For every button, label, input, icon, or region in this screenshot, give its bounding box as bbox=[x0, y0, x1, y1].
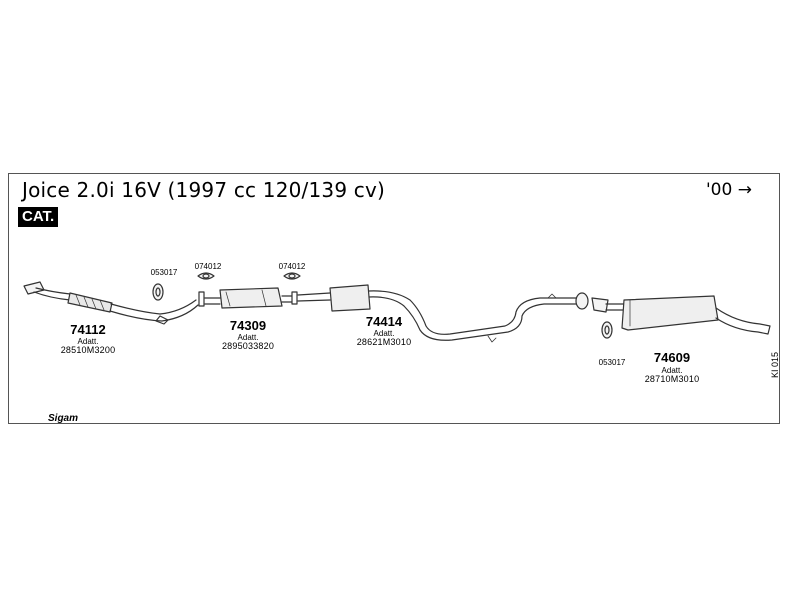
front-pipe-74112 bbox=[23, 281, 199, 325]
oem-number: 2895033820 bbox=[221, 341, 275, 351]
flange-joint bbox=[575, 292, 609, 313]
catalyst-74309 bbox=[204, 287, 295, 309]
gasket-053017-rear bbox=[601, 321, 613, 339]
oem-number: 28710M3010 bbox=[644, 374, 700, 384]
part-number-74609: 74609 bbox=[653, 350, 691, 365]
adatt-label: Adatt. bbox=[661, 366, 683, 375]
drawing-code: KI 015 bbox=[770, 351, 780, 378]
part-number-74309: 74309 bbox=[229, 318, 267, 333]
mid-pipe-74414 bbox=[297, 284, 579, 343]
gasket-074012-right bbox=[283, 272, 301, 305]
adatt-label: Adatt. bbox=[77, 337, 99, 346]
rear-silencer-74609 bbox=[605, 295, 771, 335]
brand-logo: Sigam bbox=[48, 413, 79, 424]
part-number-074012-right: 074012 bbox=[278, 262, 306, 271]
part-number-053017-rear: 053017 bbox=[598, 358, 626, 367]
model-year-label: '00 → bbox=[706, 180, 752, 200]
gasket-074012-left bbox=[197, 272, 215, 307]
part-number-074012-left: 074012 bbox=[194, 262, 222, 271]
part-number-053017-front: 053017 bbox=[150, 268, 178, 277]
adatt-label: Adatt. bbox=[237, 333, 259, 342]
adatt-label: Adatt. bbox=[373, 329, 395, 338]
catalyst-badge: CAT. bbox=[18, 207, 59, 227]
part-number-74414: 74414 bbox=[365, 314, 403, 329]
oem-number: 28621M3010 bbox=[356, 337, 412, 347]
diagram-frame bbox=[8, 173, 780, 424]
vehicle-title: Joice 2.0i 16V (1997 cc 120/139 cv) bbox=[22, 178, 386, 202]
oem-number: 28510M3200 bbox=[60, 345, 116, 355]
part-number-74112: 74112 bbox=[70, 322, 106, 337]
gasket-053017-front bbox=[152, 283, 164, 301]
